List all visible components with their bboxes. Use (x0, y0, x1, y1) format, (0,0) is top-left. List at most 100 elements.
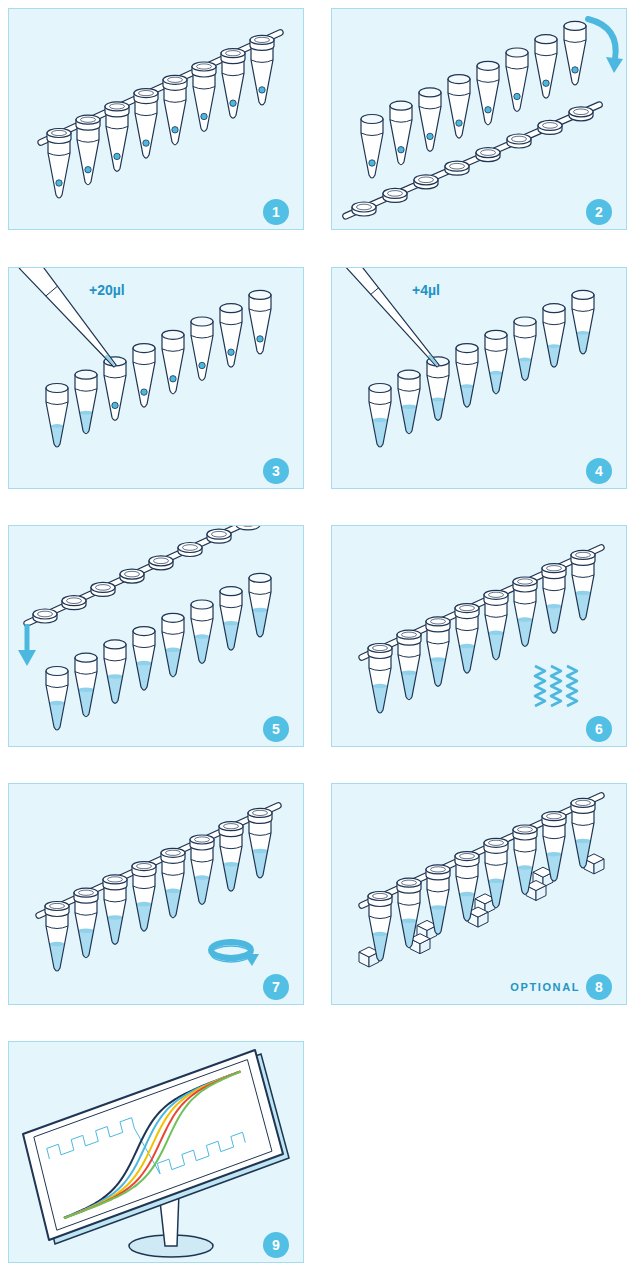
tube (191, 605, 213, 664)
tube (535, 39, 557, 98)
step-number: 1 (263, 199, 289, 225)
tube (448, 79, 470, 138)
tube (77, 140, 99, 143)
tube (572, 309, 594, 312)
cap (388, 191, 403, 197)
tube (398, 641, 420, 700)
tube (398, 655, 420, 658)
cap-band (362, 548, 601, 658)
cap (195, 837, 210, 842)
cap-band (362, 796, 601, 906)
liquid (546, 852, 561, 857)
pellet (112, 402, 118, 408)
tube (77, 126, 99, 185)
tube (426, 865, 450, 935)
liquid (546, 604, 561, 609)
tube (361, 119, 383, 178)
rim (220, 587, 242, 596)
tube (426, 617, 450, 687)
tube (46, 926, 68, 929)
step-illustration (9, 526, 302, 745)
cap (414, 175, 438, 185)
tube (543, 822, 565, 881)
cap (67, 598, 82, 604)
rim (390, 101, 412, 110)
tube (135, 99, 157, 158)
cap (81, 117, 96, 122)
cap (476, 148, 500, 162)
tube (249, 819, 271, 878)
rim (75, 370, 97, 379)
tube (219, 822, 243, 892)
tube (398, 375, 420, 434)
tube (222, 73, 244, 76)
liquid (194, 875, 209, 880)
tube (249, 578, 271, 637)
rim (456, 344, 478, 353)
tube (361, 119, 383, 178)
cap-band (362, 548, 601, 658)
cap (47, 129, 71, 138)
tube (543, 574, 565, 633)
cap (445, 161, 469, 175)
step-panel: 2 (331, 8, 627, 230)
tube (75, 899, 97, 958)
tube (477, 66, 499, 125)
optional-note-slot: OPTIONAL (510, 981, 580, 993)
rim (46, 667, 68, 676)
tube (485, 863, 507, 866)
liquid (488, 879, 503, 884)
cap-strip (346, 105, 600, 216)
step-number-slot: 5 (263, 716, 289, 742)
liquid (517, 865, 532, 870)
tube (103, 875, 127, 945)
tube (572, 575, 594, 578)
step-illustration (9, 784, 302, 1003)
tube (104, 640, 126, 704)
tube (251, 60, 273, 63)
move-arrow (606, 57, 623, 73)
move-arrow (18, 624, 36, 666)
melt-curve (64, 1071, 240, 1217)
tube (369, 902, 391, 961)
cap (96, 585, 111, 591)
tube (162, 859, 184, 918)
cap (419, 177, 434, 183)
cap-band (41, 33, 280, 143)
rim (191, 317, 213, 326)
tube (369, 384, 391, 448)
tube (133, 344, 155, 408)
cap (538, 120, 562, 130)
liquid (107, 674, 122, 679)
tube (369, 916, 391, 919)
tube (427, 875, 449, 934)
tube (543, 588, 565, 591)
tube (47, 129, 71, 199)
cap (139, 91, 154, 96)
cap-band (27, 526, 266, 623)
step-panel: +4µl4 (331, 267, 627, 489)
tube (543, 308, 565, 367)
tube (427, 375, 449, 378)
cap (79, 890, 94, 895)
rim (104, 640, 126, 649)
tube (514, 336, 536, 339)
liquid (490, 371, 503, 375)
tube (397, 630, 421, 700)
tube (190, 835, 214, 905)
tube (46, 671, 68, 730)
cap (426, 617, 450, 626)
tube (419, 92, 441, 151)
cap (103, 875, 127, 884)
cap (137, 864, 152, 869)
move-arrow (18, 650, 36, 666)
tube (75, 370, 97, 434)
tube (398, 370, 420, 434)
tube (514, 602, 536, 605)
monitor (29, 1054, 289, 1244)
tube (390, 101, 412, 165)
tube (46, 671, 68, 730)
liquid (461, 384, 474, 388)
tube (222, 59, 244, 118)
rim (133, 344, 155, 353)
